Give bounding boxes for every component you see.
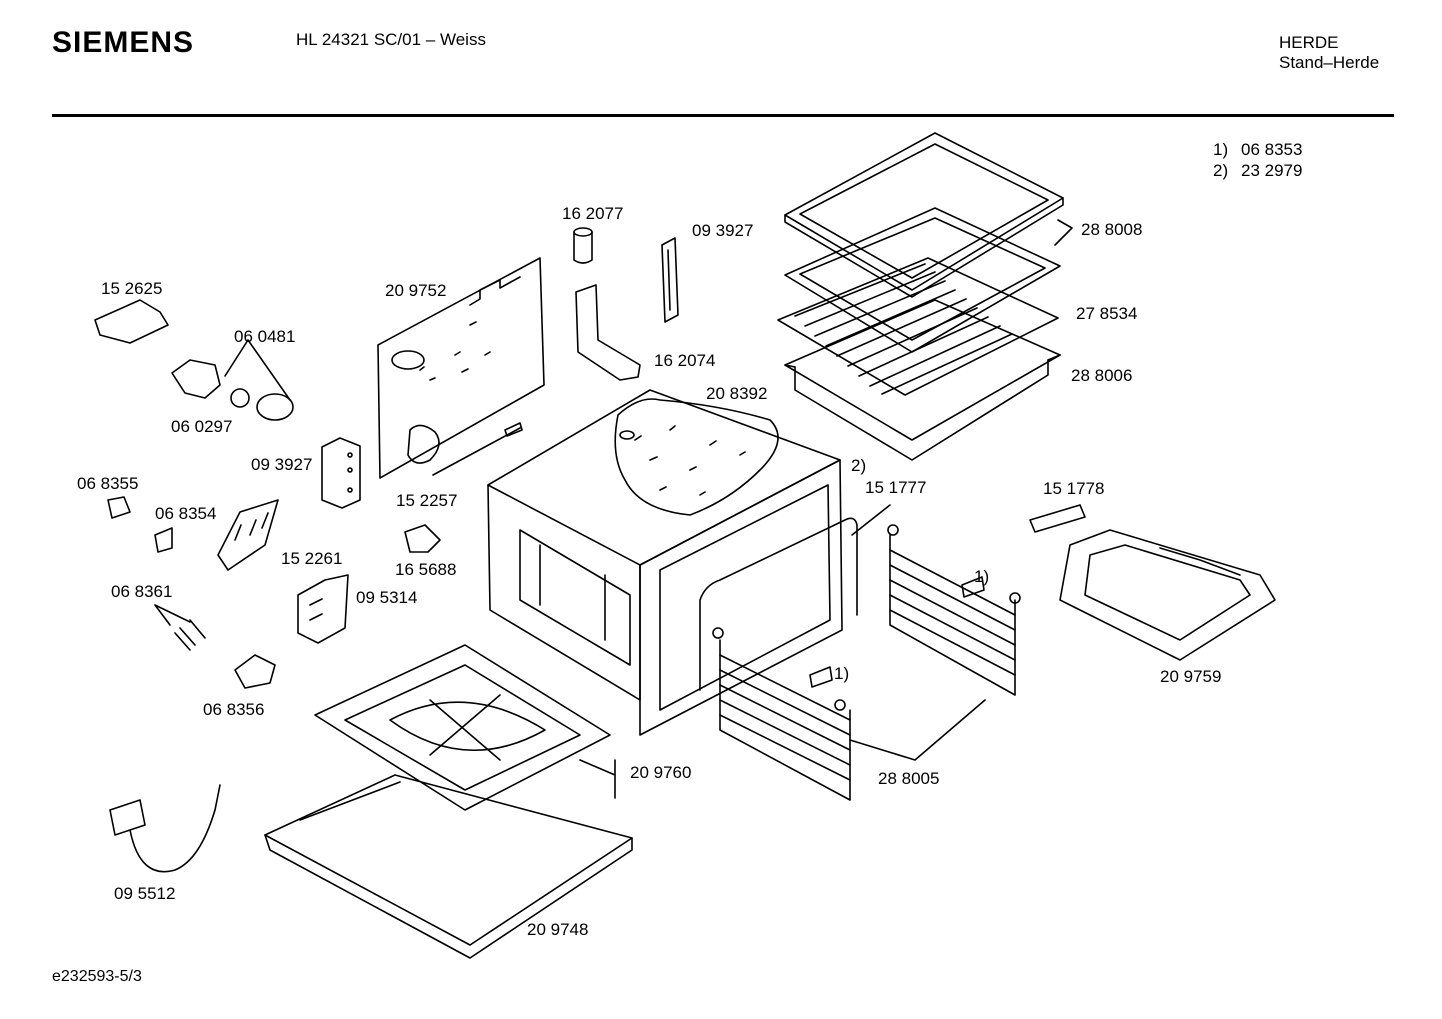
- part-label: 20 9760: [630, 763, 692, 782]
- bracket-162074: [575, 284, 641, 381]
- part-label: 15 2625: [101, 279, 163, 298]
- side-rack-right-288005: [887, 524, 1021, 696]
- part-label: 15 2261: [281, 549, 343, 568]
- part-label: 20 9748: [527, 920, 589, 939]
- part-label: 20 9759: [1160, 667, 1222, 686]
- part-label: 06 8355: [77, 474, 139, 493]
- clip-152257: [504, 422, 523, 437]
- leader-151777: [851, 504, 891, 536]
- oven-rack-278534: [777, 257, 1059, 396]
- footnote-item: 2) 23 2979: [1213, 160, 1302, 181]
- lamp-holder-060481: [171, 339, 294, 421]
- screw-068355: [107, 496, 131, 519]
- screws-068361: [154, 604, 206, 651]
- footnote-part: 23 2979: [1241, 161, 1303, 180]
- part-label: 28 8006: [1071, 366, 1133, 385]
- part-label: 06 8356: [203, 700, 265, 719]
- footnote-number: 2): [1213, 161, 1229, 180]
- baking-tray-288006: [784, 299, 1061, 461]
- leader-288005: [849, 699, 986, 761]
- bracket-152625: [94, 299, 169, 344]
- bottom-shield-209748: [264, 774, 633, 959]
- part-label: 09 5314: [356, 588, 418, 607]
- switch-095314: [297, 574, 349, 644]
- part-label: 06 0297: [171, 417, 233, 436]
- category-line-2: Stand–Herde: [1279, 53, 1380, 72]
- leader-152257: [432, 427, 521, 476]
- header-divider: [52, 114, 1394, 117]
- clip-068354: [154, 527, 173, 553]
- part-label: 16 2077: [562, 204, 624, 223]
- part-label: 06 0481: [234, 327, 296, 346]
- brand-logo: SIEMENS: [52, 26, 195, 59]
- part-label: 09 5512: [114, 884, 176, 903]
- grill-element-209759: [1029, 504, 1276, 661]
- oven-cavity: [487, 389, 843, 736]
- part-label: 15 1778: [1043, 479, 1105, 498]
- spacer-162077: [573, 227, 593, 264]
- part-label: 2): [851, 456, 867, 475]
- part-label: 28 8005: [878, 769, 940, 788]
- part-label: 28 8008: [1081, 220, 1143, 239]
- footnote-number: 1): [1213, 140, 1229, 159]
- part-label: 06 8361: [111, 582, 173, 601]
- bracket-068356: [234, 654, 276, 689]
- part-label: 09 3927: [251, 455, 313, 474]
- footnote-list: 1) 06 8353 2) 23 2979: [1213, 139, 1302, 181]
- part-label: 15 1777: [865, 478, 927, 497]
- clip-068353-right: [961, 576, 985, 598]
- rail-093927: [661, 237, 679, 323]
- part-label: 09 3927: [692, 221, 754, 240]
- terminal-block: [217, 499, 279, 571]
- rear-panel-209752: [377, 257, 545, 479]
- baking-tray-288008: [784, 132, 1064, 298]
- part-label: 16 2074: [654, 351, 716, 370]
- part-label: 27 8534: [1076, 304, 1138, 323]
- connector-165688: [404, 524, 441, 553]
- part-label: 06 8354: [155, 504, 217, 523]
- footnote-part: 06 8353: [1241, 140, 1303, 159]
- clip-068353-left: [809, 666, 833, 688]
- document-id: e232593-5/3: [52, 968, 142, 985]
- power-cable-095512: [109, 784, 221, 873]
- door-seal-151777: [699, 517, 858, 691]
- model-title: HL 24321 SC/01 – Weiss: [296, 30, 486, 49]
- part-label: 20 8392: [706, 384, 768, 403]
- part-label: 1): [974, 567, 990, 586]
- bracket-288008: [1054, 219, 1073, 246]
- category-label: HERDE Stand–Herde: [1279, 33, 1379, 73]
- part-label: 15 2257: [396, 491, 458, 510]
- part-label: 1): [834, 664, 850, 683]
- category-line-1: HERDE: [1279, 33, 1339, 52]
- side-rack-left-288005: [712, 627, 851, 801]
- leader-209760: [579, 759, 616, 799]
- hinge-093927: [321, 437, 361, 509]
- part-label: 16 5688: [395, 560, 457, 579]
- part-label: 20 9752: [385, 281, 447, 300]
- hob-plate-209760: [314, 644, 611, 811]
- footnote-item: 1) 06 8353: [1213, 139, 1302, 160]
